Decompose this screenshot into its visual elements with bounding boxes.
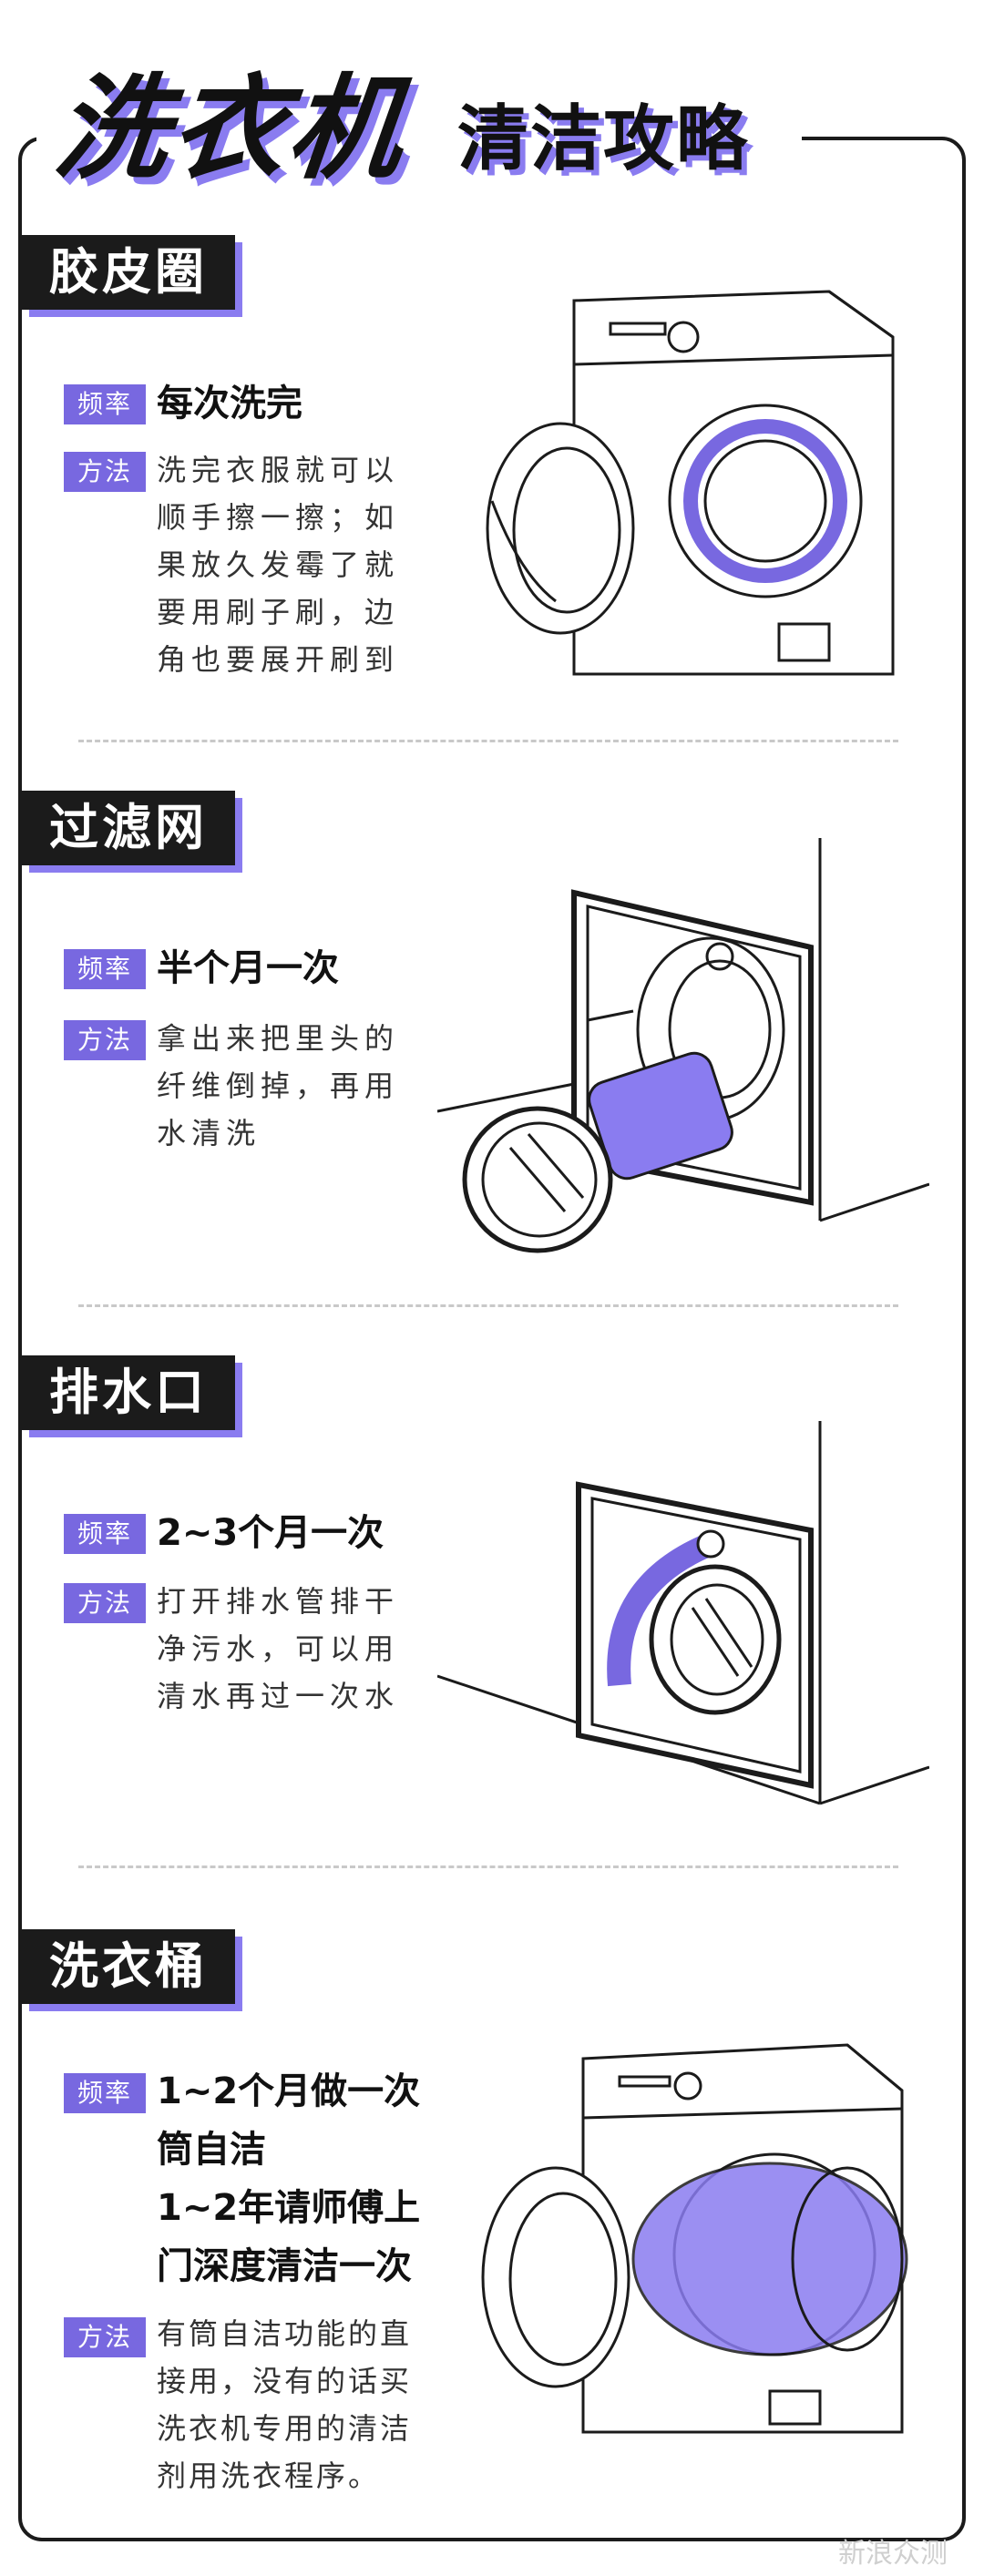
- washer-drum-illustration: [481, 2043, 908, 2434]
- method-text: 有筒自洁功能的直 接用，没有的话买 洗衣机专用的清洁 剂用洗衣程序。: [157, 2316, 413, 2493]
- page-subtitle: 清洁攻略: [457, 98, 750, 180]
- freq-badge: 频率: [64, 384, 146, 424]
- freq-badge: 频率: [64, 949, 146, 989]
- washer-drain-illustration: [437, 1421, 929, 1805]
- method-text: 拿出来把里头的 纤维倒掉，再用 水清洗: [157, 1021, 400, 1150]
- section-tag: 洗衣桶: [22, 1929, 235, 2004]
- method-badge: 方法: [64, 1583, 146, 1623]
- freq-text: 2~3个月一次: [157, 1512, 384, 1554]
- section-divider: [78, 1866, 898, 1868]
- watermark: 新浪众测: [838, 2538, 948, 2570]
- section-tag: 胶皮圈: [22, 235, 235, 310]
- method-badge: 方法: [64, 1020, 146, 1060]
- title-backdrop: [36, 109, 802, 173]
- method-badge: 方法: [64, 2317, 146, 2357]
- washer-gasket-illustration: [486, 290, 895, 676]
- freq-text: 每次洗完: [157, 383, 302, 424]
- method-text: 打开排水管排干 净污水，可以用 清水再过一次水: [157, 1584, 400, 1713]
- section-divider: [78, 740, 898, 742]
- washer-filter-illustration: [437, 838, 929, 1253]
- method-badge: 方法: [64, 452, 146, 492]
- page-title: 洗衣机: [48, 64, 413, 195]
- method-text: 洗完衣服就可以 顺手擦一擦；如 果放久发霉了就 要用刷子刷，边 角也要展开刷到: [157, 453, 400, 677]
- section-tag: 排水口: [22, 1355, 235, 1430]
- freq-text: 1~2个月做一次 筒自洁 1~2年请师傅上 门深度清洁一次: [157, 2070, 421, 2287]
- freq-text: 半个月一次: [157, 947, 339, 989]
- section-tag: 过滤网: [22, 791, 235, 865]
- freq-badge: 频率: [64, 2073, 146, 2113]
- freq-badge: 频率: [64, 1514, 146, 1554]
- section-divider: [78, 1304, 898, 1307]
